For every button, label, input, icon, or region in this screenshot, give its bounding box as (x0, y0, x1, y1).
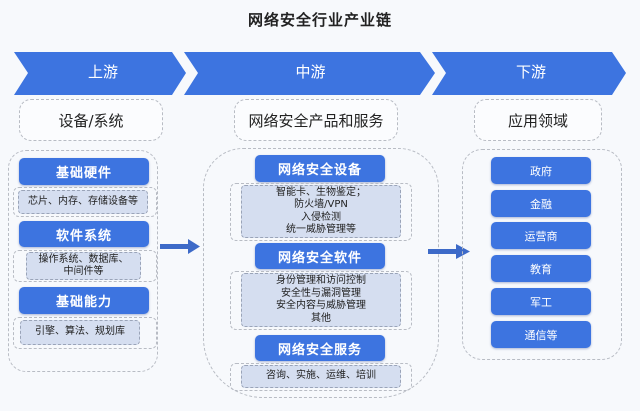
application-domain-education: 教育 (491, 255, 591, 282)
detail-line: 安全性与漏洞管理 (281, 287, 361, 299)
upstream-detail-wrap-hardware (13, 187, 157, 217)
stage-label-downstream: 下游 (515, 63, 546, 81)
application-domain-finance: 金融 (491, 190, 591, 217)
detail-line: 操作系统、数据库、 (38, 253, 129, 265)
midstream-category-devices: 网络安全设备 (255, 155, 385, 182)
midstream-detail-wrap-devices (230, 183, 412, 241)
midstream-detail-devices: 智能卡、生物鉴定； 防火墙/VPN 入侵检测 统一威胁管理等 (241, 185, 401, 238)
midstream-detail-wrap-software (230, 271, 412, 330)
midstream-header-text: 网络安全产品和服务 (248, 111, 384, 130)
application-domain-government: 政府 (491, 157, 591, 184)
upstream-header: 设备/系统 (19, 99, 163, 141)
midstream-category-software: 网络安全软件 (255, 243, 385, 269)
stage-label-upstream: 上游 (87, 63, 118, 81)
upstream-detail-hardware: 芯片、内存、存储设备等 (18, 190, 148, 214)
detail-line: 咨询、实施、运维、培训 (266, 370, 376, 382)
upstream-category-capability: 基础能力 (19, 287, 149, 314)
midstream-header: 网络安全产品和服务 (234, 99, 398, 141)
upstream-container (8, 150, 158, 372)
stage-chevron-downstream (432, 52, 626, 95)
stage-chevron-upstream (14, 52, 186, 95)
midstream-detail-wrap-services (230, 363, 412, 391)
detail-line: 统一威胁管理等 (286, 224, 356, 235)
application-domain-carrier: 运营商 (491, 222, 591, 249)
midstream-detail-services: 咨询、实施、运维、培训 (241, 365, 401, 388)
detail-line: 其他 (311, 312, 331, 324)
application-domain-telecom: 通信等 (491, 321, 591, 348)
stage-label-midstream: 中游 (295, 63, 326, 81)
downstream-header-text: 应用领域 (507, 111, 568, 130)
midstream-detail-software: 身份管理和访问控制 安全性与漏洞管理 安全内容与威胁管理 其他 (241, 273, 401, 327)
upstream-category-software: 软件系统 (19, 221, 149, 247)
upstream-detail-capability: 引擎、算法、规划库 (20, 320, 140, 345)
downstream-header: 应用领域 (474, 99, 602, 141)
detail-line: 防火墙/VPN (294, 199, 348, 210)
upstream-detail-software: 操作系统、数据库、中间件等 (26, 252, 141, 280)
upstream-detail-wrap-capability (13, 317, 157, 349)
upstream-detail-wrap-software (13, 250, 157, 282)
stage-chevron-midstream (184, 52, 435, 95)
midstream-container (203, 148, 439, 398)
detail-line: 引擎、算法、规划库 (35, 326, 125, 338)
detail-line: 中间件等 (63, 266, 104, 277)
detail-line: 芯片、内存、存储设备等 (28, 195, 138, 207)
application-domain-military: 军工 (491, 288, 591, 315)
right-arrow-icon (160, 239, 200, 254)
upstream-header-text: 设备/系统 (58, 111, 124, 130)
page-title: 网络安全行业产业链 (247, 11, 392, 29)
downstream-container (462, 149, 622, 360)
upstream-category-hardware: 基础硬件 (19, 158, 149, 185)
detail-line: 入侵检测 (301, 211, 341, 223)
detail-line: 智能卡、生物鉴定； (276, 186, 366, 198)
detail-line: 身份管理和访问控制 (276, 275, 366, 286)
right-arrow-icon (428, 244, 470, 259)
detail-line: 安全内容与威胁管理 (276, 300, 366, 311)
midstream-category-services: 网络安全服务 (255, 335, 385, 361)
